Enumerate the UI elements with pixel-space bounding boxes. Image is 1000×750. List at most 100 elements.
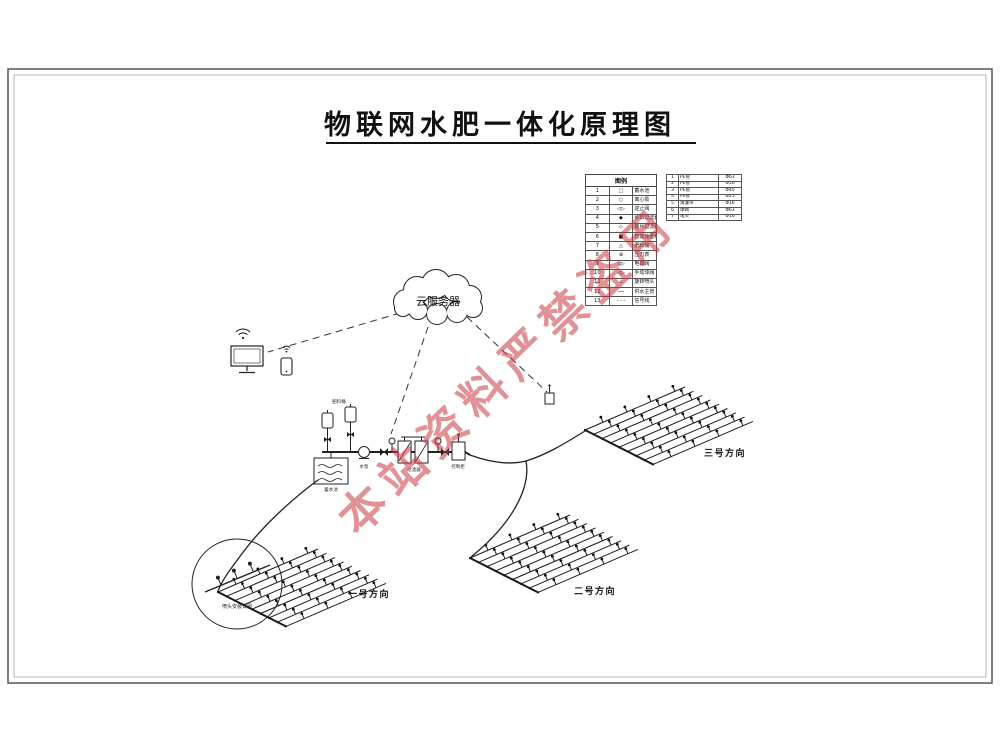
legend-row-number: 8 — [585, 250, 610, 261]
valve-icon — [441, 448, 449, 456]
materials-row: 2 PE管 Φ50 — [666, 180, 742, 189]
title-underline — [326, 142, 696, 144]
legend-row-number: 9 — [585, 259, 610, 270]
signal-links — [267, 312, 548, 435]
legend-row-name: 叠片过滤器 — [632, 222, 657, 233]
materials-row-name: PE管 — [678, 174, 719, 182]
legend-row-symbol: ■ — [608, 231, 634, 243]
supply-to-field-one — [217, 479, 319, 592]
controller-label: 控制柜 — [451, 463, 465, 470]
cloud-server-label: 云服务器 — [416, 295, 460, 308]
legend-row-number: 12 — [585, 287, 610, 298]
legend-row-name: 旋转喷头 — [632, 277, 657, 289]
legend-row: 9 ◁▷ 电磁阀 — [585, 259, 657, 270]
supply-main — [469, 454, 527, 464]
legend-row: 2 ○ 离心泵 — [585, 195, 657, 206]
pump-icon — [358, 446, 370, 458]
legend-row-name: 电磁阀 — [632, 259, 657, 270]
materials-row-number: 7 — [666, 213, 679, 222]
field-one-label: 一号方向 — [348, 588, 390, 600]
materials-row-spec: Φ25 — [718, 193, 742, 202]
materials-row-name: 滴灌带 — [678, 200, 719, 208]
legend-row-name: 离心泵 — [632, 195, 657, 206]
drawing-title: 物联网水肥一体化原理图 — [324, 110, 676, 141]
legend-row: 11 ⊥ 旋转喷头 — [585, 277, 657, 289]
materials-table: 1 PE管 Φ63 2 PE管 Φ50 3 PE管 Φ40 — [666, 174, 742, 222]
legend-row: 3 ◁▷ 逆止阀 — [585, 204, 657, 215]
water-pool-icon — [313, 457, 349, 485]
legend-row: 5 ◇ 叠片过滤器 — [585, 222, 657, 233]
materials-row: 7 堵头 Φ16 — [666, 213, 742, 222]
detail-callout: 喷头安装详图 — [191, 538, 283, 630]
phone-icon — [280, 357, 293, 376]
legend-row-name: 蓄水池 — [632, 185, 657, 197]
legend-row-number: 5 — [585, 222, 610, 233]
pressure-gauge-icon — [388, 437, 396, 445]
legend-row: 1 □ 蓄水池 — [585, 185, 657, 197]
fertilizer-tank-icon — [344, 406, 357, 423]
legend-row-name: 供水主管 — [632, 287, 657, 298]
legend-row: 6 ■ 智能施肥机 — [585, 231, 657, 243]
legend-row-symbol: □ — [608, 185, 634, 197]
legend-row-symbol: ◇ — [608, 222, 634, 233]
supply-to-field-three — [525, 430, 586, 462]
legend-row-symbol: - - - — [608, 296, 634, 307]
pump-label: 水泵 — [360, 463, 369, 470]
field-two-grid — [468, 512, 639, 594]
legend-row-number: 7 — [585, 241, 610, 252]
legend-row-name: 手动球阀 — [632, 268, 657, 279]
legend-row-symbol: △ — [608, 241, 634, 252]
valve-icon — [347, 432, 354, 437]
legend-row-number: 4 — [585, 213, 610, 224]
materials-row-number: 4 — [666, 193, 679, 202]
field-three-label: 三号方向 — [704, 447, 746, 459]
materials-row: 4 PE管 Φ25 — [666, 193, 742, 202]
field-rtu-icon — [544, 384, 555, 405]
materials-row-number: 6 — [666, 206, 679, 215]
legend-row: 13 - - - 信号线 — [585, 296, 657, 307]
signal-link-field — [466, 316, 548, 393]
legend-row-symbol: ── — [608, 287, 634, 298]
legend-row-name: 逆止阀 — [632, 204, 657, 215]
materials-row: 3 PE管 Φ40 — [666, 187, 742, 195]
materials-row-name: 球阀 — [678, 206, 719, 215]
legend-row: 7 △ 肥料桶 — [585, 241, 657, 252]
frame-inner — [13, 74, 987, 678]
fertilizer-tank-icon — [321, 412, 334, 429]
legend-row-number: 11 — [585, 277, 610, 289]
monitor-icon — [230, 345, 264, 374]
legend-row: 8 ⊕ 压力表 — [585, 250, 657, 261]
legend-row-name: 砂石过滤器 — [632, 213, 657, 224]
legend-row-number: 6 — [585, 231, 610, 243]
legend-row: 4 ◆ 砂石过滤器 — [585, 213, 657, 224]
wifi-icon-phone — [282, 345, 291, 353]
materials-row: 1 PE管 Φ63 — [666, 174, 742, 182]
legend-table: 图例 1 □ 蓄水池 2 ○ 离心泵 — [585, 174, 657, 307]
valve-icon — [380, 448, 388, 456]
materials-row-spec: Φ50 — [718, 180, 742, 189]
materials-row-name: PE管 — [678, 180, 719, 189]
legend-row-symbol: ◆ — [608, 213, 634, 224]
materials-row-name: PE管 — [678, 193, 719, 202]
legend-row-name: 压力表 — [632, 250, 657, 261]
materials-row-number: 5 — [666, 200, 679, 208]
field-one-grid — [216, 546, 387, 628]
frame-outer — [7, 68, 993, 684]
cloud-server-icon: 云服务器 — [393, 269, 483, 325]
supply-lines — [217, 430, 586, 592]
materials-row-name: 堵头 — [678, 213, 719, 222]
materials-row-number: 2 — [666, 180, 679, 189]
legend-row-number: 13 — [585, 296, 610, 307]
valve-icon — [324, 437, 331, 442]
filter-label: 过滤器 — [407, 466, 421, 473]
wifi-icon-monitor — [235, 328, 251, 340]
legend-row-symbol: ⊕ — [608, 250, 634, 261]
supply-to-field-two — [470, 460, 528, 558]
legend-row-symbol: ○ — [608, 195, 634, 206]
materials-row-number: 3 — [666, 187, 679, 195]
materials-row-spec: Φ40 — [718, 187, 742, 195]
materials-row-number: 1 — [666, 174, 679, 182]
legend-row-number: 3 — [585, 204, 610, 215]
